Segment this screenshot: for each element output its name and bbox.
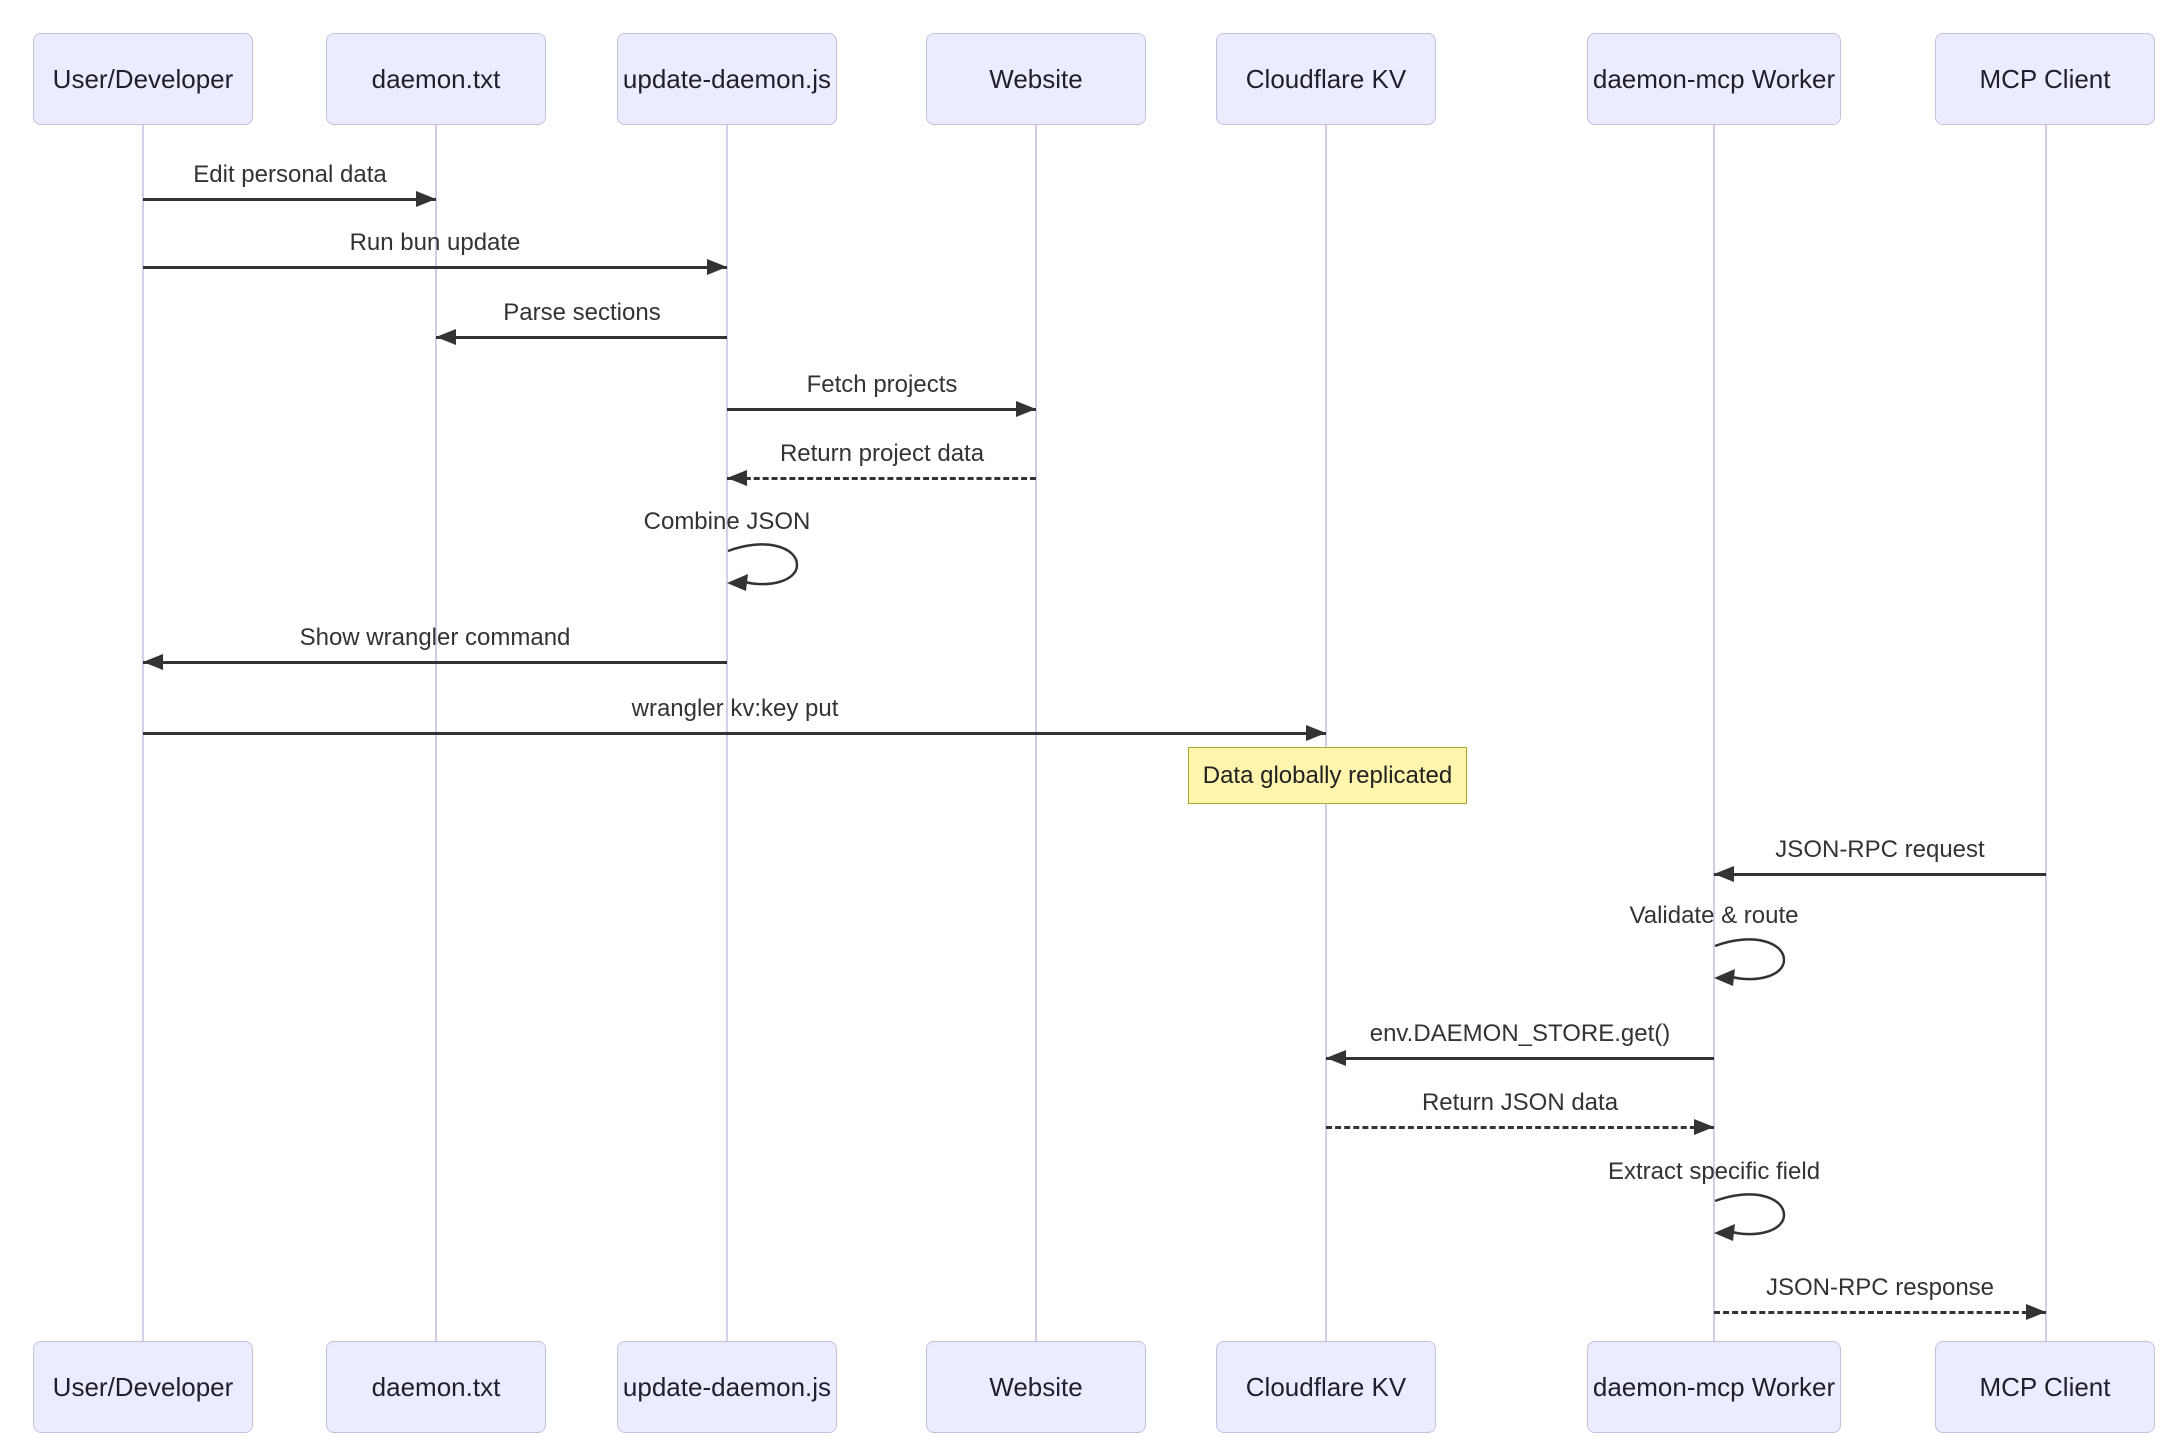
actor-label: daemon.txt bbox=[371, 1371, 501, 1402]
message-label-env-daemon-store-get: env.DAEMON_STORE.get() bbox=[1369, 1020, 1671, 1047]
actor-label: User/Developer bbox=[52, 1371, 234, 1402]
message-label-combine-json: Combine JSON bbox=[643, 508, 811, 535]
actor-label: Website bbox=[989, 63, 1083, 94]
message-label-extract-specific-field: Extract specific field bbox=[1607, 1158, 1821, 1185]
actor-label: Cloudflare KV bbox=[1245, 63, 1407, 94]
message-line bbox=[436, 336, 727, 339]
actor-top-cloudflare-kv: Cloudflare KV bbox=[1216, 33, 1436, 125]
message-label-run-bun-update: Run bun update bbox=[349, 229, 521, 256]
actor-top-mcp-client: MCP Client bbox=[1935, 33, 2155, 125]
message-label-return-json-data: Return JSON data bbox=[1421, 1089, 1619, 1116]
arrowhead-right-icon bbox=[1306, 725, 1326, 741]
actor-bottom-cloudflare-kv: Cloudflare KV bbox=[1216, 1341, 1436, 1433]
arrowhead-right-icon bbox=[1694, 1119, 1714, 1135]
note-data-globally-replicated: Data globally replicated bbox=[1188, 747, 1467, 804]
actor-label: update-daemon.js bbox=[622, 63, 832, 94]
actor-label: MCP Client bbox=[1979, 63, 2111, 94]
lifeline-mcp-client bbox=[2045, 125, 2047, 1341]
actor-label: Cloudflare KV bbox=[1245, 1371, 1407, 1402]
message-line bbox=[727, 408, 1036, 411]
self-loop-arrow bbox=[727, 543, 799, 591]
message-line bbox=[143, 266, 727, 269]
actor-label: MCP Client bbox=[1979, 1371, 2111, 1402]
actor-top-daemon-mcp-worker: daemon-mcp Worker bbox=[1587, 33, 1841, 125]
actor-label: daemon.txt bbox=[371, 63, 501, 94]
message-line bbox=[1714, 1311, 2046, 1314]
message-line bbox=[143, 732, 1326, 735]
actor-top-user-developer: User/Developer bbox=[33, 33, 253, 125]
actor-label: daemon-mcp Worker bbox=[1592, 63, 1836, 94]
arrowhead-left-icon bbox=[1714, 866, 1734, 882]
message-label-parse-sections: Parse sections bbox=[503, 299, 661, 326]
actor-label: update-daemon.js bbox=[622, 1371, 832, 1402]
actor-label: Website bbox=[989, 1371, 1083, 1402]
message-line bbox=[1326, 1057, 1714, 1060]
message-line bbox=[1326, 1126, 1714, 1129]
arrowhead-left-icon bbox=[1326, 1050, 1346, 1066]
self-loop-arrow bbox=[1714, 1193, 1786, 1241]
arrowhead-right-icon bbox=[1016, 401, 1036, 417]
arrowhead-left-icon bbox=[143, 654, 163, 670]
message-label-edit-personal-data: Edit personal data bbox=[193, 161, 387, 188]
arrowhead-left-icon bbox=[727, 470, 747, 486]
actor-bottom-daemon-txt: daemon.txt bbox=[326, 1341, 546, 1433]
message-label-show-wrangler-command: Show wrangler command bbox=[299, 624, 571, 651]
actor-bottom-update-daemon-js: update-daemon.js bbox=[617, 1341, 837, 1433]
note-label: Data globally replicated bbox=[1202, 761, 1453, 789]
actor-bottom-daemon-mcp-worker: daemon-mcp Worker bbox=[1587, 1341, 1841, 1433]
actor-top-update-daemon-js: update-daemon.js bbox=[617, 33, 837, 125]
message-line bbox=[727, 477, 1036, 480]
actor-bottom-mcp-client: MCP Client bbox=[1935, 1341, 2155, 1433]
actor-bottom-user-developer: User/Developer bbox=[33, 1341, 253, 1433]
message-line bbox=[143, 198, 436, 201]
message-label-json-rpc-response: JSON-RPC response bbox=[1765, 1274, 1995, 1301]
actor-top-website: Website bbox=[926, 33, 1146, 125]
message-label-validate-route: Validate & route bbox=[1629, 902, 1799, 929]
lifeline-daemon-mcp-worker bbox=[1713, 125, 1715, 1341]
self-loop-arrow bbox=[1714, 938, 1786, 986]
lifeline-cloudflare-kv bbox=[1325, 125, 1327, 1341]
actor-bottom-website: Website bbox=[926, 1341, 1146, 1433]
message-line bbox=[1714, 873, 2046, 876]
message-label-return-project-data: Return project data bbox=[779, 440, 985, 467]
arrowhead-right-icon bbox=[416, 191, 436, 207]
actor-label: daemon-mcp Worker bbox=[1592, 1371, 1836, 1402]
arrowhead-right-icon bbox=[2026, 1304, 2046, 1320]
message-label-wrangler-kv-key-put: wrangler kv:key put bbox=[631, 695, 839, 722]
message-label-json-rpc-request: JSON-RPC request bbox=[1775, 836, 1985, 863]
actor-top-daemon-txt: daemon.txt bbox=[326, 33, 546, 125]
message-line bbox=[143, 661, 727, 664]
message-label-fetch-projects: Fetch projects bbox=[806, 371, 958, 398]
arrowhead-right-icon bbox=[707, 259, 727, 275]
actor-label: User/Developer bbox=[52, 63, 234, 94]
arrowhead-left-icon bbox=[436, 329, 456, 345]
